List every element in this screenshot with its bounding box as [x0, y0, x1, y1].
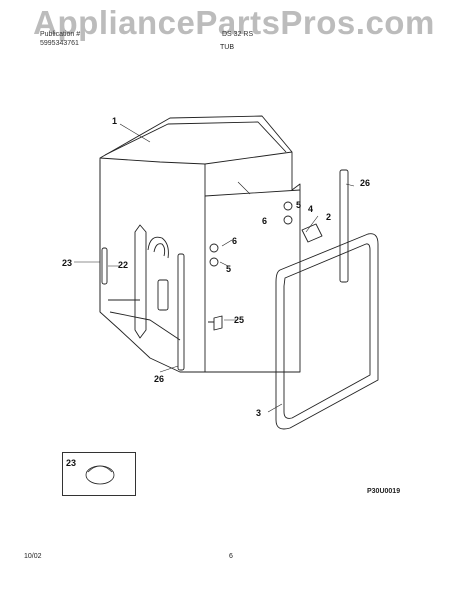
callout-6-tub: 6 — [232, 236, 237, 246]
publication-label: Publication # — [40, 31, 81, 38]
callout-26-right: 26 — [360, 178, 370, 188]
tub-body — [99, 115, 301, 373]
header-left: Publication # 5995343761 — [40, 30, 80, 48]
callout-3: 3 — [256, 408, 261, 418]
footer-page-number: 6 — [229, 553, 233, 560]
header-model: DS 32 RS — [222, 31, 254, 38]
section-title: TUB — [220, 44, 234, 51]
callout-1: 1 — [112, 116, 117, 126]
callout-25: 25 — [234, 315, 244, 325]
callout-22: 22 — [118, 260, 128, 270]
callout-6-right: 6 — [262, 216, 267, 226]
tub-top-rim — [99, 151, 293, 165]
callout-23: 23 — [62, 258, 72, 268]
seal-strip-left — [177, 253, 185, 371]
inset-detail-box — [62, 452, 136, 496]
publication-number: 5995343761 — [40, 40, 79, 47]
diagram-code: P30U0019 — [367, 488, 401, 495]
watermark: AppliancePartsPros.com — [33, 4, 435, 41]
door-gasket — [275, 233, 379, 430]
callout-5-right: 5 — [296, 200, 301, 210]
callout-5-tub: 5 — [226, 264, 231, 274]
callout-4: 4 — [308, 204, 313, 214]
callout-2: 2 — [326, 212, 331, 222]
footer-date: 10/02 — [24, 553, 42, 560]
callout-26-left: 26 — [154, 374, 164, 384]
callout-23-inset: 23 — [66, 458, 76, 468]
seal-strip-right — [339, 169, 349, 283]
